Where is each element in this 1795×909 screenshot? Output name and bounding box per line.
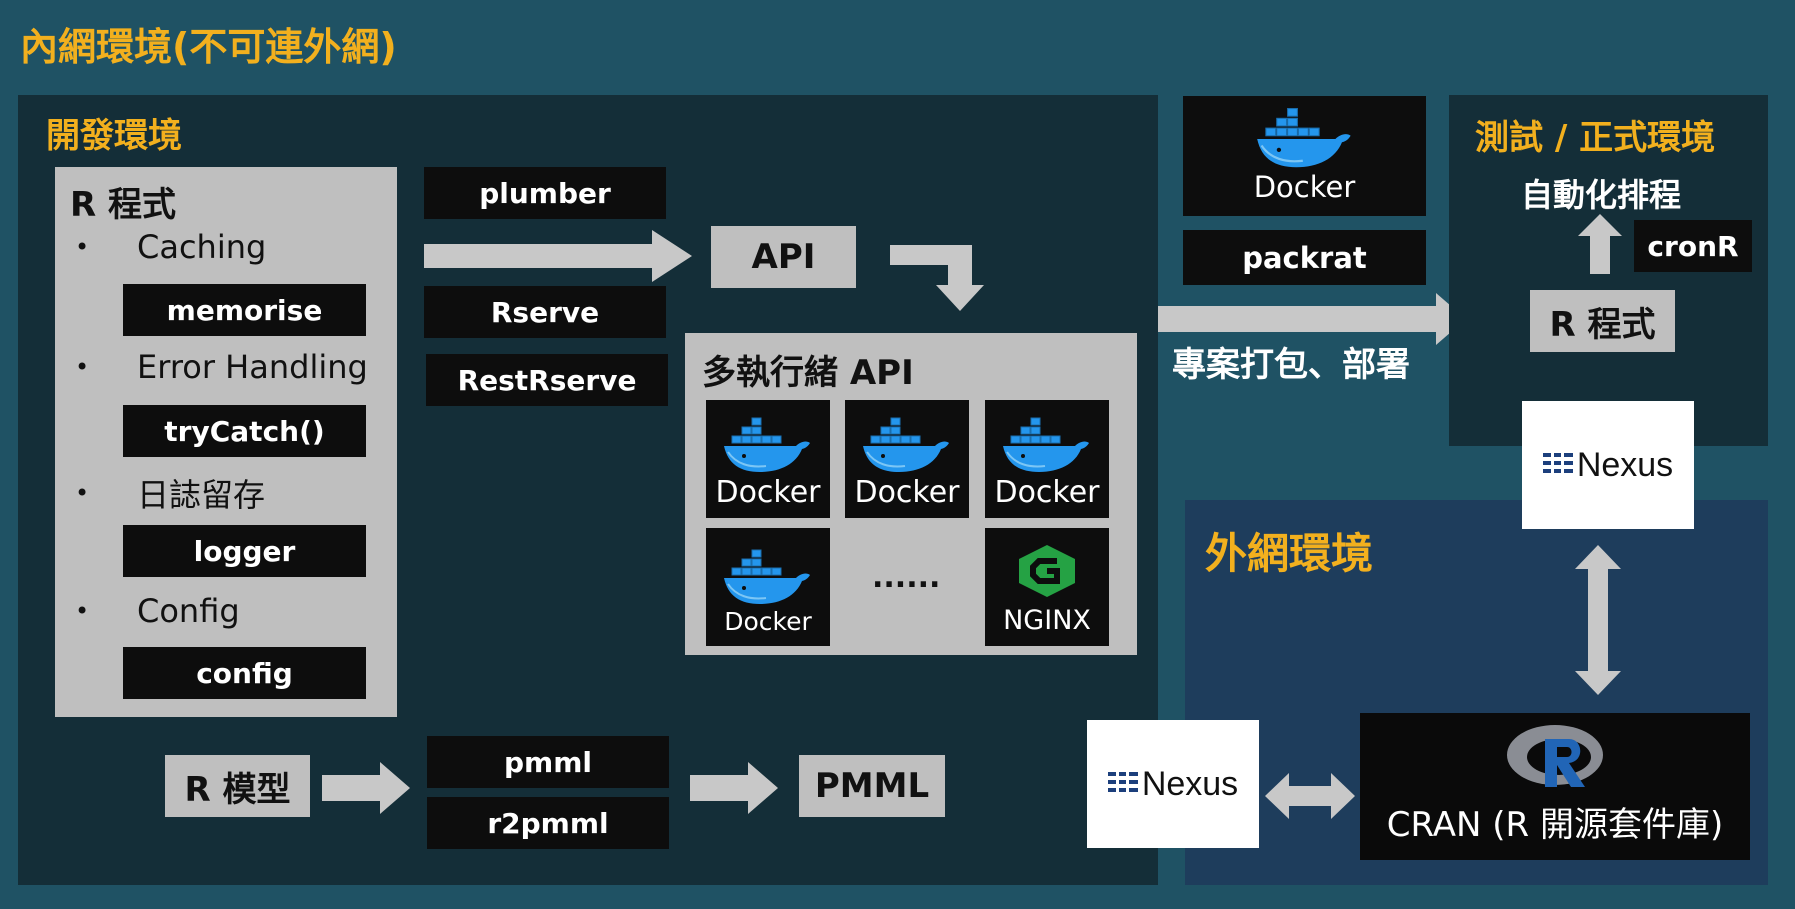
nginx-icon [1019, 545, 1075, 597]
arrow-to-pmml [690, 762, 778, 814]
docker-container-3: Docker [985, 400, 1109, 518]
arrow-api-to-multithread [890, 245, 984, 311]
nexus-label: Nexus [1576, 445, 1674, 484]
r-model-box: R 模型 [165, 755, 310, 817]
deploy-label: 專案打包、部署 [1172, 345, 1410, 385]
arrow-to-api [424, 230, 692, 282]
config-package: config [123, 647, 366, 699]
arrow-nexus-cran-horizontal [1265, 773, 1355, 819]
external-nexus-box: Nexus [1087, 720, 1259, 848]
docker-icon [1002, 417, 1090, 473]
nginx-label: NGINX [1003, 605, 1091, 636]
more-containers-ellipsis: ...... [872, 560, 941, 595]
bullet-error-handling: •Error Handling [75, 348, 368, 386]
docker-container-2: Docker [845, 400, 969, 518]
nexus-icon [1542, 451, 1573, 477]
rserve-package: Rserve [424, 286, 666, 338]
restrserve-package: RestRserve [426, 354, 668, 406]
bullet-logging: •日誌留存 [55, 470, 265, 516]
dev-environment-title: 開發環境 [46, 116, 182, 156]
cronr-package: cronR [1634, 220, 1752, 272]
error-handling-label: Error Handling [137, 348, 368, 386]
bullet-caching: •Caching [75, 228, 267, 266]
caching-label: Caching [137, 228, 267, 266]
logger-package: logger [123, 525, 366, 577]
docker-icon [1255, 108, 1352, 169]
deploy-docker-box: Docker [1183, 96, 1426, 216]
arrow-up-to-schedule [1578, 214, 1622, 274]
plumber-package: plumber [424, 167, 666, 219]
prod-r-program-box: R 程式 [1530, 290, 1675, 352]
docker-icon [862, 417, 950, 473]
docker-icon [723, 549, 811, 605]
nexus-label: Nexus [1141, 764, 1239, 803]
docker-label: Docker [854, 475, 960, 510]
docker-label: Docker [994, 475, 1100, 510]
memorise-package: memorise [123, 284, 366, 336]
docker-container-1: Docker [706, 400, 830, 518]
api-box: API [711, 226, 856, 288]
prod-nexus-box: Nexus [1522, 401, 1694, 529]
arrow-nexus-cran-vertical [1575, 545, 1621, 695]
main-title: 內網環境(不可連外網) [20, 25, 397, 69]
arrow-deploy [1158, 293, 1466, 345]
nginx-container: NGINX [985, 528, 1109, 646]
arrow-model-to-pmml-packages [322, 762, 410, 814]
docker-icon [723, 417, 811, 473]
r-program-title: R 程式 [70, 185, 177, 225]
logging-label: 日誌留存 [137, 476, 266, 514]
external-environment-title: 外網環境 [1205, 529, 1374, 578]
nexus-icon [1107, 770, 1138, 796]
schedule-label: 自動化排程 [1521, 176, 1682, 214]
docker-label: Docker [724, 607, 812, 636]
r2pmml-package: r2pmml [427, 797, 669, 849]
docker-label: Docker [715, 475, 821, 510]
trycatch-package: tryCatch() [123, 405, 366, 457]
cran-box: CRAN (R 開源套件庫) [1360, 713, 1750, 860]
r-logo-icon [1507, 725, 1603, 787]
cran-label: CRAN (R 開源套件庫) [1386, 805, 1724, 845]
pmml-output-box: PMML [799, 755, 945, 817]
pmml-package: pmml [427, 736, 669, 788]
docker-container-4: Docker [706, 528, 830, 646]
bullet-config: •Config [75, 592, 240, 630]
packrat-package: packrat [1183, 230, 1426, 285]
prod-environment-title: 測試 / 正式環境 [1475, 118, 1716, 158]
config-label: Config [137, 592, 240, 630]
multithread-api-title: 多執行緒 API [702, 353, 914, 393]
deploy-docker-label: Docker [1253, 170, 1356, 204]
